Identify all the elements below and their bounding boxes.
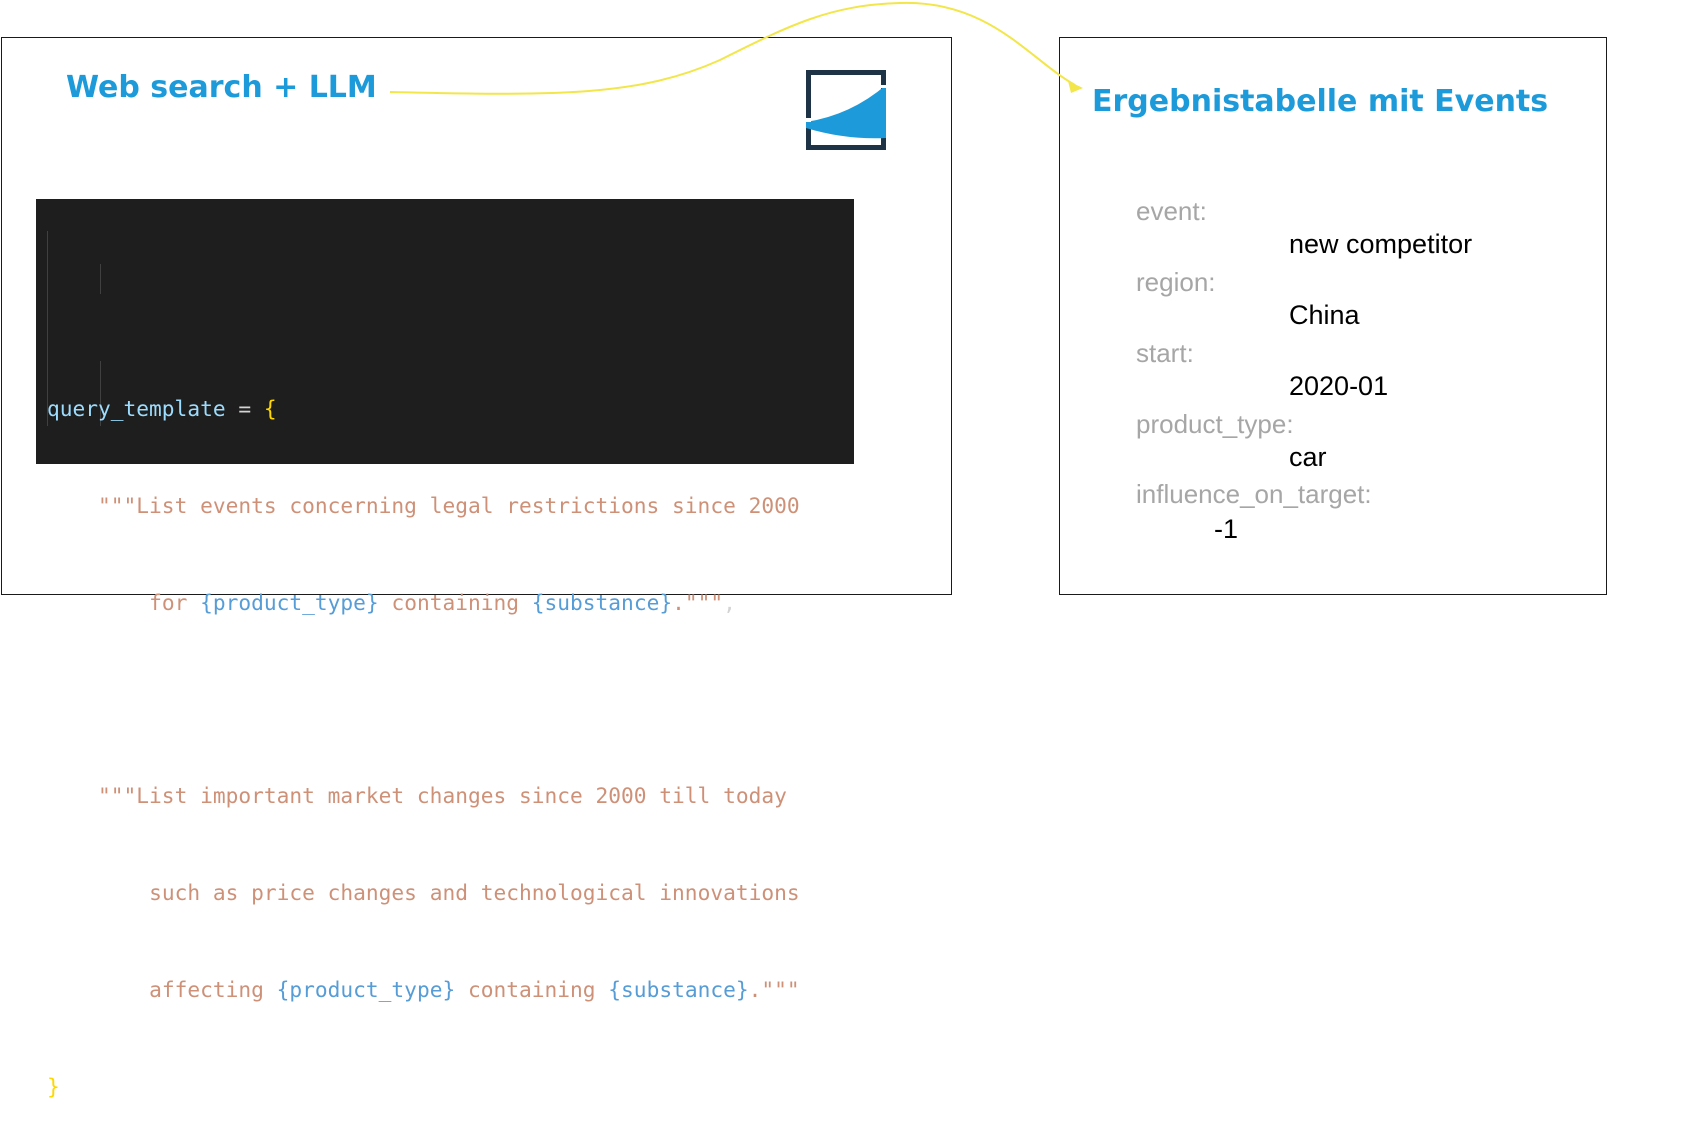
left-panel-title: Web search + LLM — [66, 70, 377, 105]
code-block: query_template = { """List events concer… — [36, 199, 854, 1099]
code-line-1: query_template = { — [47, 393, 854, 425]
field-label-start: start: — [1136, 338, 1194, 368]
field-value-event: new competitor — [1289, 229, 1473, 259]
code-placeholder: {product_type} — [200, 589, 379, 615]
field-label-product-type: product_type: — [1136, 409, 1294, 439]
indent-guide — [47, 231, 48, 426]
code-operator: , — [723, 589, 736, 615]
code-line-7: affecting {product_type} containing {sub… — [47, 974, 854, 1006]
code-brace-close: } — [47, 1074, 60, 1100]
field-label-influence: influence_on_target: — [1136, 479, 1372, 509]
field-value-start: 2020-01 — [1289, 371, 1389, 401]
field-label-event: event: — [1136, 196, 1207, 226]
code-line-2: """List events concerning legal restrict… — [47, 490, 854, 522]
code-string: such as price changes and technological … — [149, 880, 800, 906]
code-string: affecting — [149, 977, 277, 1003]
company-logo — [806, 70, 886, 150]
code-string: """List events concerning legal restrict… — [98, 492, 800, 518]
indent-guide — [100, 264, 101, 294]
code-string: containing — [378, 589, 532, 615]
logo-wave — [806, 85, 886, 139]
logo-gap-right — [881, 85, 886, 88]
field-label-region: region: — [1136, 267, 1216, 297]
code-line-8: } — [47, 1071, 854, 1103]
indent-guide — [100, 361, 101, 426]
code-string: """List important market changes since 2… — [98, 783, 787, 809]
code-string: containing — [455, 977, 609, 1003]
code-placeholder: {substance} — [531, 589, 673, 615]
code-line-4 — [47, 683, 854, 715]
code-placeholder: {substance} — [608, 977, 749, 1003]
code-placeholder: {product_type} — [276, 977, 456, 1003]
code-brace-open: { — [263, 395, 277, 421]
code-string: for — [149, 589, 201, 615]
code-string: .""" — [672, 589, 724, 615]
code-operator: = — [225, 395, 264, 421]
logo-gap — [806, 118, 811, 122]
right-panel-title: Ergebnistabelle mit Events — [1092, 84, 1549, 119]
field-value-influence: -1 — [1214, 514, 1239, 544]
right-panel — [1059, 37, 1607, 595]
code-line-5: """List important market changes since 2… — [47, 780, 854, 812]
field-value-region: China — [1289, 300, 1360, 330]
field-value-product-type: car — [1289, 442, 1327, 472]
code-line-3: for {product_type} containing {substance… — [47, 587, 854, 619]
code-string: .""" — [748, 977, 800, 1003]
code-line-6: such as price changes and technological … — [47, 877, 854, 909]
code-variable: query_template — [47, 395, 226, 421]
